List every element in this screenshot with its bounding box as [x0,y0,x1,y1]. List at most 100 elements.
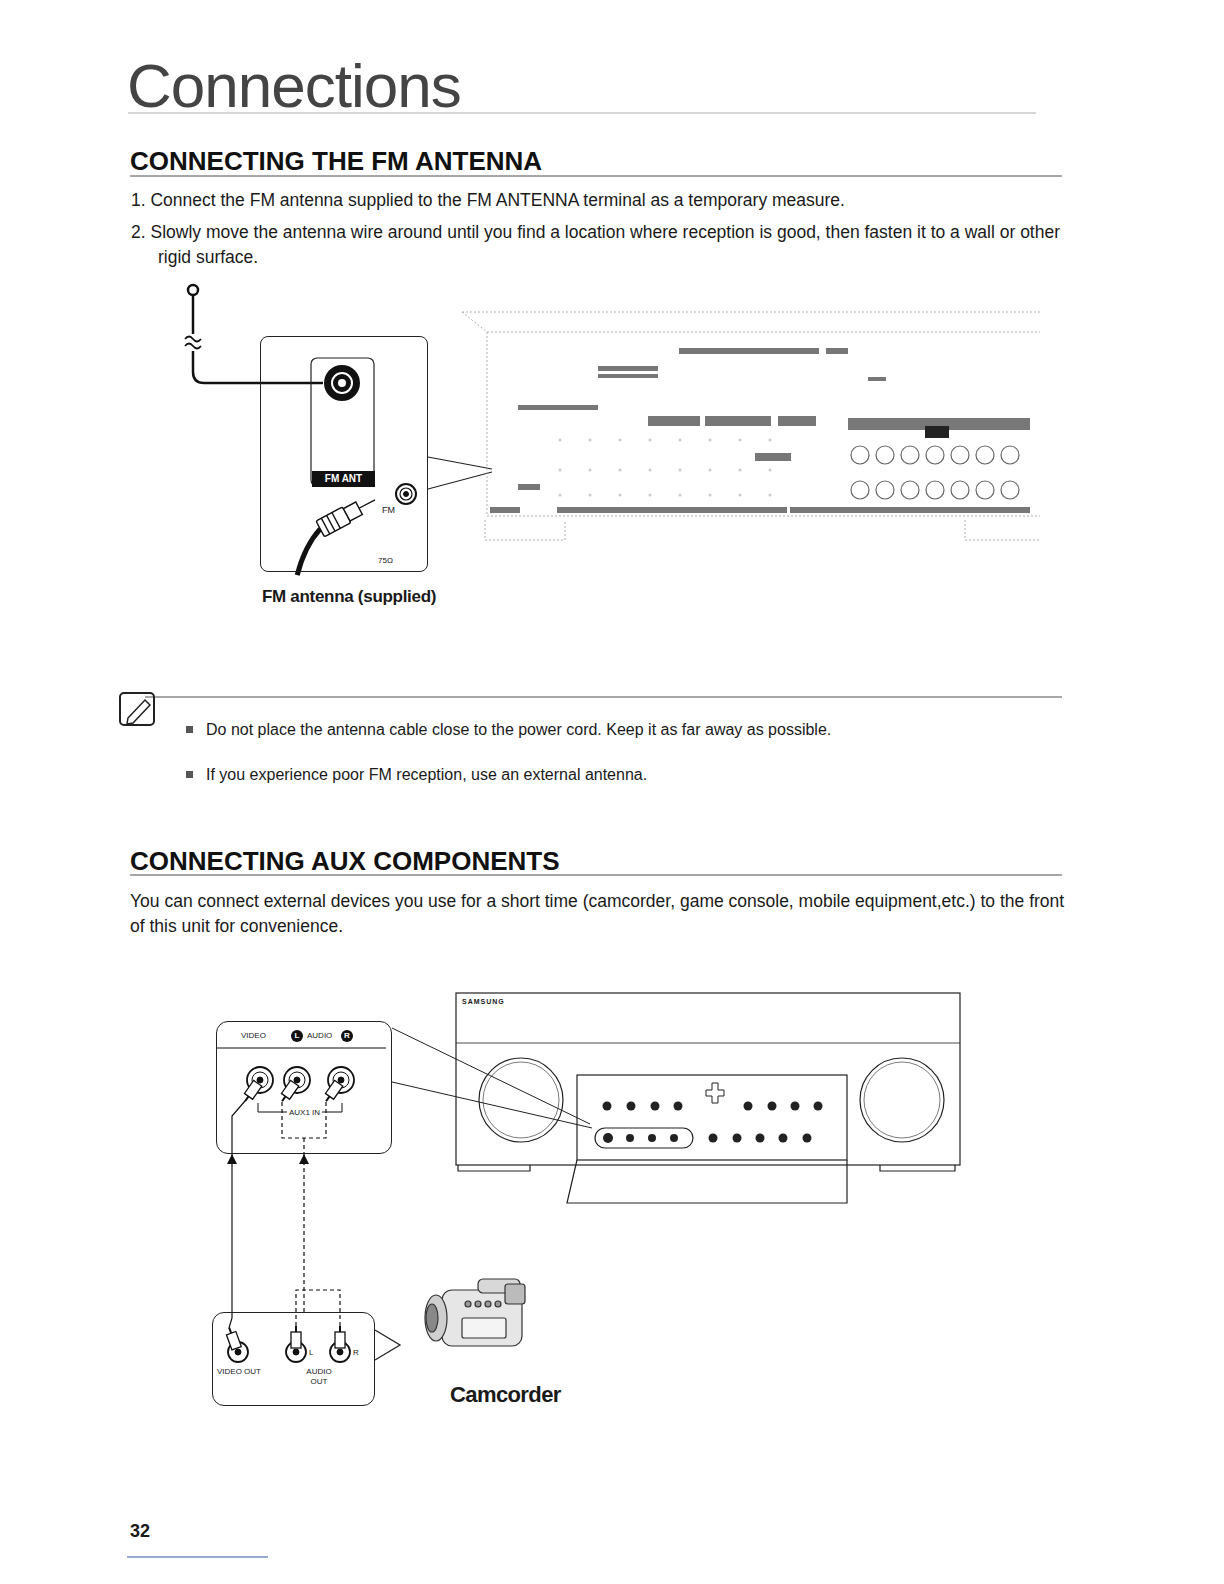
front-button [648,1134,656,1142]
front-button [603,1102,612,1111]
aux-jack-panel [294,1077,300,1083]
rear-panel-dots [739,494,742,497]
antenna-terminal-panel [311,358,374,486]
rear-panel-marking [490,507,520,513]
rca-plug [339,1326,341,1332]
rear-panel-marking [847,507,1030,513]
brand-logo: SAMSUNG [462,997,505,1006]
camcorder-jack-panel [235,1349,241,1355]
callout-wedge [375,1330,400,1360]
impedance-label: 75Ω [378,556,393,566]
front-button [733,1134,742,1143]
camcorder-jack-panel [337,1349,343,1355]
rear-panel-marking [826,348,848,354]
receiver-front [456,993,960,1203]
front-button [627,1102,636,1111]
receiver-front [456,1043,960,1044]
rear-panel-dots [739,469,742,472]
rear-panel-outline [487,332,1040,333]
camcorder-picture [426,1304,438,1332]
rca-plug [295,1326,297,1332]
bullet-mark [186,726,193,778]
front-button [744,1102,753,1111]
aux-cable [232,1101,342,1154]
aux-jack-panel [338,1077,344,1083]
rear-panel-dots [559,469,562,472]
jack-label: AUDIO [307,1031,332,1041]
rear-panel-dots [649,439,652,442]
rear-panel-marking [518,405,598,410]
rear-panel-marking [490,348,1030,513]
note-text: If you experience poor FM reception, use… [206,765,1056,785]
speaker-terminal [951,446,969,464]
rear-panel-outline [487,332,488,514]
rca-plug [224,1326,241,1350]
note-icon [127,700,150,724]
speaker-terminal [876,481,894,499]
antenna-plug [321,518,329,534]
aux-cable [282,1102,326,1154]
receiver-front [706,1083,724,1103]
front-button [803,1134,812,1143]
speaker-terminal [876,446,894,464]
rear-panel-outline [485,520,1040,540]
input-label: AUX1 IN [287,1108,322,1118]
speaker-terminal [851,481,869,499]
rear-panel-marking [598,374,658,378]
page-title: Connections [127,55,461,117]
antenna-plug [327,515,335,531]
antenna-plug [359,500,375,508]
bullet-mark [186,726,193,733]
footer-rule [127,1557,268,1558]
front-button [779,1134,788,1143]
rear-panel-outline [462,312,487,332]
aux-jack-panel [216,1048,386,1049]
rear-panel-marking [557,507,787,513]
page-number: 32 [130,1521,150,1541]
body-text: You can connect external devices you use… [130,889,1065,939]
rear-panel-dots [589,439,592,442]
speaker-terminal [926,446,944,464]
camcorder-picture [425,1279,525,1346]
rear-panel-marking [925,426,949,438]
camcorder-cable [296,1290,340,1326]
receiver-front [567,1160,847,1203]
rear-panel-marking [648,416,700,426]
camcorder-jack-panel [293,1349,299,1355]
speaker-terminal [901,481,919,499]
jack-label: VIDEO [241,1031,266,1041]
camcorder-picture [485,1301,491,1307]
rear-panel-dots [769,439,772,442]
rear-panel-dots [619,469,622,472]
rca-plug [244,1080,261,1099]
callout-box: VIDEOLAUDIORAUX1 IN [216,1021,392,1154]
rca-plug [226,1331,241,1349]
rear-panel-dots [559,439,772,497]
rca-plug [241,1080,343,1104]
note-icon [120,693,154,725]
receiver-front [458,1165,955,1171]
rear-panel-dots [769,494,772,497]
rear-panel-marking [778,416,816,426]
camcorder-picture [505,1284,525,1304]
camcorder-picture [462,1318,506,1338]
antenna-wire [185,285,323,383]
antenna-terminal-panel [338,379,346,387]
step-text: 2. Slowly move the antenna wire around u… [131,220,1093,270]
aux-cable [232,1101,245,1154]
rear-panel-dots [739,439,742,442]
rear-panel-outline [462,312,1040,540]
antenna-plug [279,492,389,575]
antenna-terminal-panel [311,358,374,486]
front-button [674,1102,683,1111]
receiver-front [483,1062,559,1138]
speaker-terminal [851,446,869,464]
rca-plug [335,1326,345,1348]
rear-panel-dots [679,469,682,472]
rca-plug [241,1080,262,1104]
rca-plug [291,1326,301,1348]
rear-panel-dots [559,494,562,497]
rule-line [145,697,1062,698]
terminal-label: FM [382,505,395,516]
channel-mark: L [309,1348,313,1358]
